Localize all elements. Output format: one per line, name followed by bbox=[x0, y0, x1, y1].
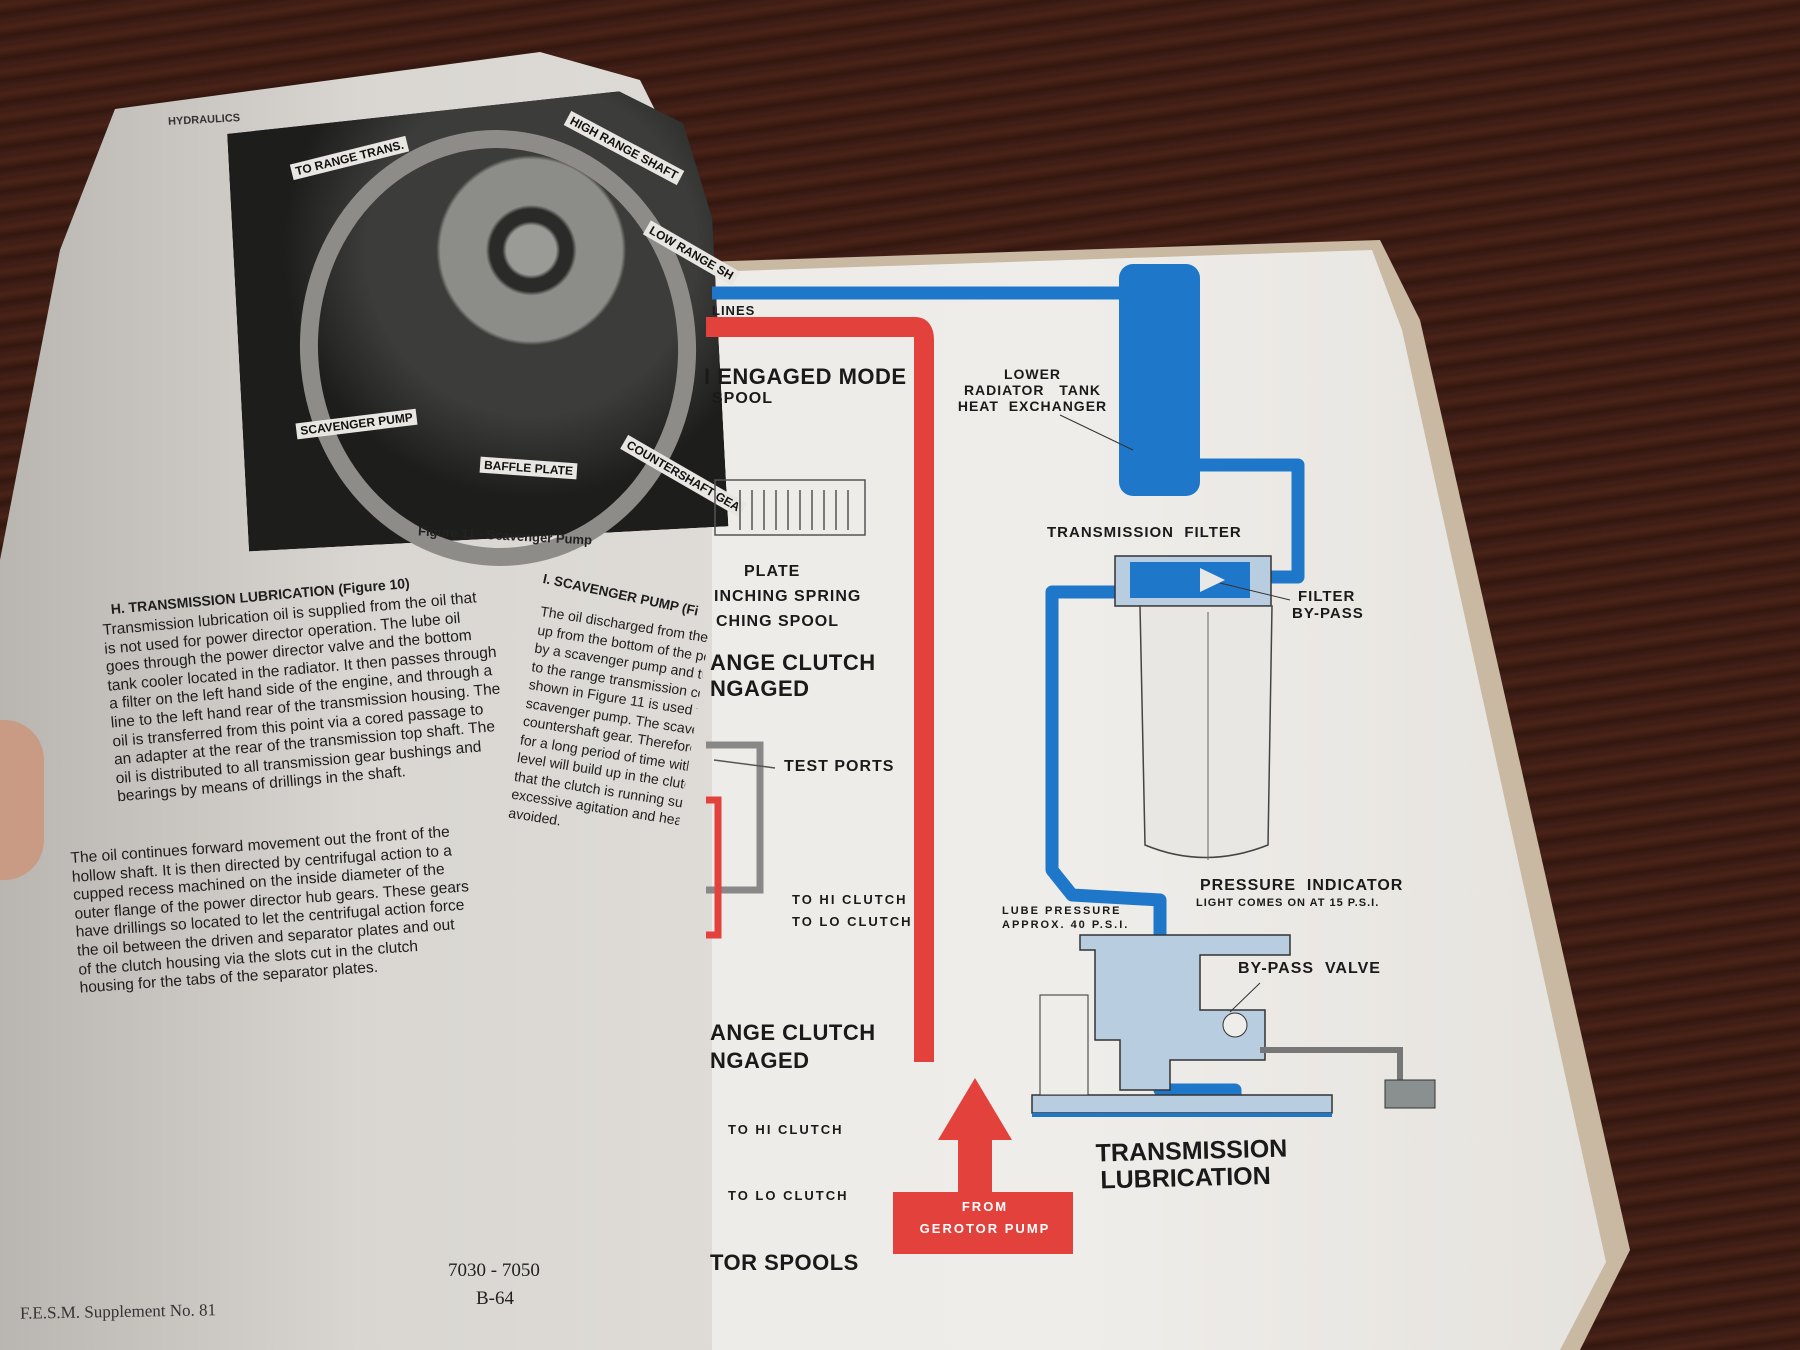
lines-label: LINES bbox=[712, 303, 756, 318]
inching-spool-label: CHING SPOOL bbox=[716, 613, 840, 630]
test-ports-label: TEST PORTS bbox=[784, 758, 895, 775]
to-lo-clutch-label: TO LO CLUTCH bbox=[792, 914, 913, 929]
gerotor-pump-label: GEROTOR PUMP bbox=[919, 1221, 1051, 1236]
label-line: BY-PASS bbox=[1292, 605, 1364, 622]
spool-label: SPOOL bbox=[712, 390, 774, 407]
heat-exchanger-tank bbox=[1119, 264, 1200, 496]
from-gerotor-pump-label: FROM GEROTOR PUMP bbox=[910, 1196, 1060, 1240]
range-clutch-heading-1: ANGE CLUTCH bbox=[710, 650, 876, 675]
to-lo-clutch-label: TO LO CLUTCH bbox=[728, 1188, 849, 1203]
range-clutch-engaged-2: NGAGED bbox=[710, 1048, 810, 1073]
pump-housing-section bbox=[1031, 934, 1436, 1117]
label-line: LOWER bbox=[1003, 366, 1062, 382]
from-gerotor-pump-box bbox=[893, 1192, 1073, 1254]
label-line: RADIATOR TANK bbox=[963, 382, 1102, 398]
indicator-note: LIGHT COMES ON AT 15 P.S.I. bbox=[1196, 897, 1380, 909]
gerotor-spools-heading: TOR SPOOLS bbox=[710, 1250, 859, 1275]
lube-pressure-label: LUBE PRESSURE APPROX. 40 P.S.I. bbox=[1002, 904, 1129, 932]
red-flow-arrow bbox=[938, 1078, 1012, 1192]
red-pressure-line bbox=[706, 317, 934, 1062]
thumb-holding-book bbox=[0, 720, 44, 880]
footer-model: 7030 - 7050 bbox=[448, 1260, 540, 1281]
engaged-mode-heading: I ENGAGED MODE bbox=[704, 364, 907, 389]
title-line: LUBRICATION bbox=[1100, 1161, 1272, 1195]
label-line: HEAT EXCHANGER bbox=[957, 398, 1108, 414]
from-label: FROM bbox=[961, 1199, 1009, 1214]
label-line: APPROX. 40 P.S.I. bbox=[1002, 919, 1130, 931]
label-line: FILTER bbox=[1298, 588, 1356, 605]
range-clutch-engaged-1: NGAGED bbox=[710, 676, 810, 701]
plate-label: PLATE bbox=[744, 563, 801, 580]
diagram-title: TRANSMISSION LUBRICATION bbox=[1095, 1135, 1288, 1195]
valve-sketch bbox=[706, 479, 866, 939]
transmission-filter-label: TRANSMISSION FILTER bbox=[1047, 524, 1242, 541]
heat-exchanger-leader bbox=[1059, 414, 1134, 451]
label-line: LUBE PRESSURE bbox=[1002, 905, 1122, 917]
transmission-filter bbox=[1114, 555, 1273, 860]
heat-exchanger-label: LOWER RADIATOR TANK HEAT EXCHANGER bbox=[945, 366, 1120, 414]
pressure-indicator-label: PRESSURE INDICATOR bbox=[1200, 877, 1404, 894]
bypass-valve-label: BY-PASS VALVE bbox=[1238, 960, 1381, 977]
to-hi-clutch-label: TO HI CLUTCH bbox=[792, 892, 908, 907]
blue-lube-line bbox=[712, 286, 1305, 1105]
footer-page-number: B-64 bbox=[476, 1288, 514, 1309]
inching-spring-label: INCHING SPRING bbox=[714, 588, 862, 605]
bypass-valve-leader bbox=[1229, 982, 1261, 1013]
to-hi-clutch-label: TO HI CLUTCH bbox=[728, 1122, 844, 1137]
filter-bypass-label: FILTER BY-PASS bbox=[1292, 588, 1364, 622]
filter-bypass-leader bbox=[1219, 582, 1291, 601]
range-clutch-heading-2: ANGE CLUTCH bbox=[710, 1020, 876, 1045]
